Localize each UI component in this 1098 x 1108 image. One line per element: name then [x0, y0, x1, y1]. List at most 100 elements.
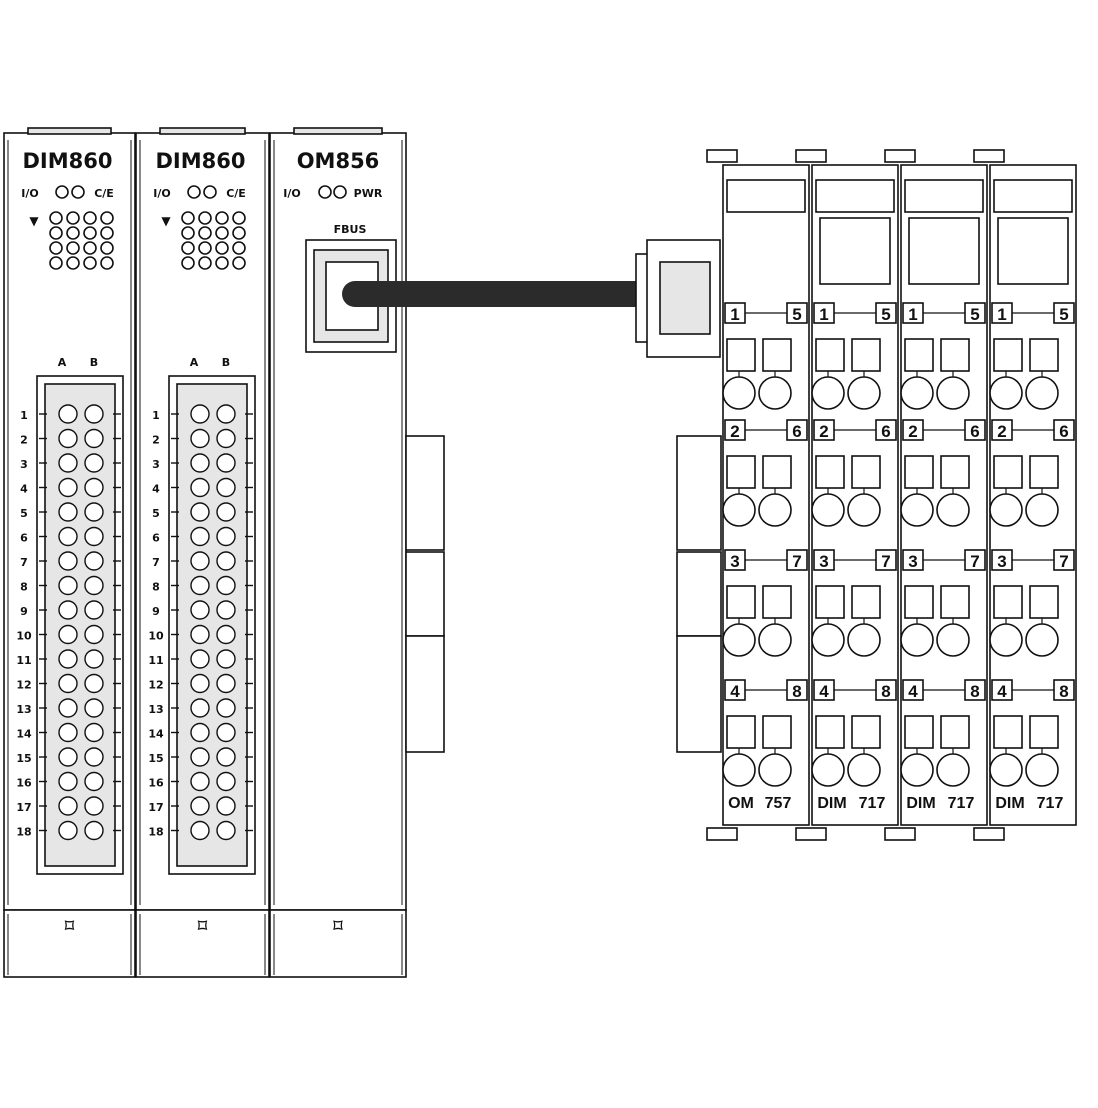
terminal-number: 4: [819, 682, 829, 701]
terminal-number: 1: [997, 305, 1006, 324]
rail-clip: [405, 635, 445, 753]
rail-clip: [676, 635, 722, 753]
coupler-rj45-port: [635, 239, 721, 358]
module-code: 757: [765, 795, 792, 812]
screw-terminal-icon: [58, 600, 78, 620]
terminal-number: 4: [997, 682, 1007, 701]
row-number: 15: [16, 752, 31, 765]
base-bottom-clip: [973, 827, 1005, 841]
row-number: 6: [152, 532, 160, 545]
module-title: DIM860: [23, 149, 113, 173]
channel-led-icon: [100, 211, 114, 225]
screw-terminal-icon: [190, 649, 210, 669]
row-number: 5: [152, 507, 160, 520]
wire-entry-icon: [900, 493, 934, 527]
channel-led-icon: [100, 256, 114, 270]
module-title: DIM860: [156, 149, 246, 173]
spring-release-tab: [815, 585, 845, 619]
terminal-connector-inner: [44, 383, 116, 867]
base-top-clip: [973, 149, 1005, 163]
terminal-number: 5: [881, 305, 890, 324]
row-number: 14: [16, 728, 32, 741]
screw-terminal-icon: [84, 600, 104, 620]
base-marker-window: [908, 217, 980, 285]
screw-terminal-icon: [84, 771, 104, 792]
row-number: 14: [148, 728, 164, 741]
channel-led-icon: [100, 241, 114, 255]
spring-release-tab: [1029, 585, 1059, 619]
row-number: 12: [16, 679, 31, 692]
spring-release-tab: [993, 715, 1023, 749]
row-number: 2: [152, 434, 160, 447]
base-bottom-clip: [795, 827, 827, 841]
channel-led-icon: [49, 226, 63, 240]
screw-terminal-icon: [84, 551, 104, 571]
terminal-number: 3: [730, 552, 739, 571]
screw-terminal-icon: [58, 428, 78, 449]
rail-clip: [405, 551, 445, 637]
base-bottom-clip: [706, 827, 738, 841]
screw-terminal-icon: [216, 453, 236, 473]
wire-entry-icon: [936, 753, 970, 787]
module-base: [135, 909, 270, 978]
wire-entry-icon: [900, 623, 934, 657]
wire-entry-icon: [1025, 493, 1059, 527]
module-code: 717: [1037, 795, 1064, 812]
module-prefix: DIM: [906, 795, 935, 812]
screw-terminal-icon: [58, 502, 78, 522]
terminal-number: 8: [1059, 682, 1068, 701]
rail-clip: [676, 551, 722, 637]
screw-terminal-icon: [190, 624, 210, 645]
spring-release-tab: [726, 455, 756, 489]
channel-led-icon: [66, 256, 80, 270]
wire-entry-icon: [758, 753, 792, 787]
base-top-clip: [884, 149, 916, 163]
screw-terminal-icon: [190, 502, 210, 522]
channel-led-icon: [181, 226, 195, 240]
spring-release-tab: [993, 455, 1023, 489]
channel-led-icon: [83, 211, 97, 225]
terminal-number: 5: [1059, 305, 1068, 324]
screw-terminal-icon: [190, 820, 210, 841]
channel-led-icon: [215, 226, 229, 240]
wire-entry-icon: [847, 623, 881, 657]
wire-entry-icon: [847, 493, 881, 527]
channel-led-icon: [215, 256, 229, 270]
terminal-number: 7: [792, 552, 801, 571]
wire-entry-icon: [811, 753, 845, 787]
base-top-clip: [706, 149, 738, 163]
port-label: FBUS: [334, 223, 367, 236]
status-label: I/O: [153, 187, 170, 200]
status-led-icon: [187, 185, 201, 199]
status-led-icon: [333, 185, 347, 199]
channel-led-icon: [83, 256, 97, 270]
terminal-number: 7: [1059, 552, 1068, 571]
screw-terminal-icon: [58, 820, 78, 841]
module-title: OM856: [297, 149, 380, 173]
screw-terminal-icon: [58, 771, 78, 792]
coupler-port-socket: [659, 261, 711, 335]
screw-terminal-icon: [216, 600, 236, 620]
terminal-connector-inner: [176, 383, 248, 867]
screw-terminal-icon: [58, 526, 78, 547]
module-base: [3, 909, 136, 978]
screw-terminal-icon: [84, 796, 104, 816]
channel-arrow-icon: ▼: [29, 214, 39, 228]
spring-release-tab: [993, 585, 1023, 619]
spring-release-tab: [762, 338, 792, 372]
rail-clip: [676, 435, 722, 551]
row-number: 1: [152, 409, 160, 422]
channel-led-icon: [215, 211, 229, 225]
status-label: C/E: [226, 187, 246, 200]
channel-led-icon: [83, 226, 97, 240]
channel-led-icon: [66, 241, 80, 255]
spring-release-tab: [904, 715, 934, 749]
spring-release-tab: [851, 455, 881, 489]
spring-release-tab: [815, 715, 845, 749]
screw-terminal-icon: [84, 502, 104, 522]
